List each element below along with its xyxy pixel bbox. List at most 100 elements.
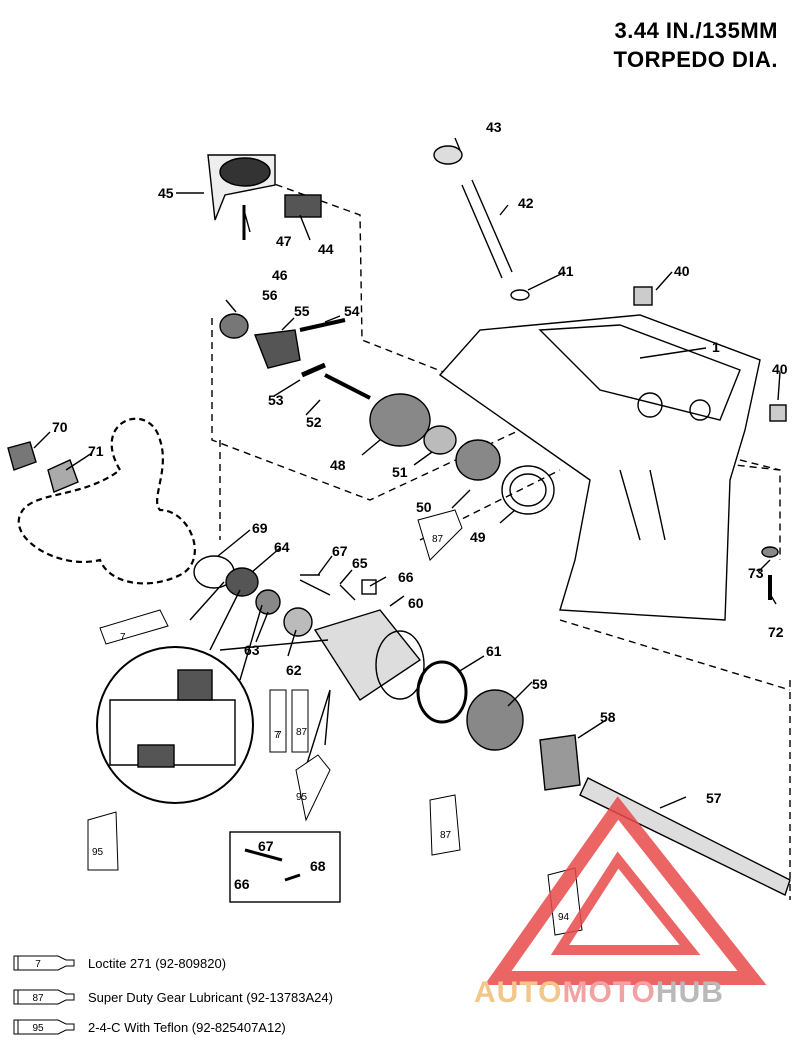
propeller-outline [17,417,196,585]
part-callout-number: 56 [262,287,278,303]
nut [769,404,787,422]
diagram-title-line-2: TORPEDO DIA. [613,47,778,72]
part-callout-number: 68 [310,858,326,874]
part-callout-number: 47 [276,233,292,249]
spring [219,313,249,339]
part-callout-number: 67 [258,838,274,854]
tube-code-label: 87 [432,534,444,545]
pinion-gear [369,393,431,447]
part-callout-number: 65 [352,555,368,571]
part-callout-number: 61 [486,643,502,659]
tube-code-label: 94 [558,912,570,923]
tube-code-label: 7 [276,730,282,741]
part-callout-number: 44 [318,241,334,257]
part-callout-number: 40 [674,263,690,279]
part-callout-number: 1 [712,339,720,355]
part-callout-number: 58 [600,709,616,725]
part-callout-number: 48 [330,457,346,473]
part-callout-number: 49 [470,529,486,545]
tube-code-label: 7 [274,730,280,741]
legend-code: 7 [35,959,41,970]
part-callout-number: 59 [532,676,548,692]
o-ring [416,660,468,724]
part-callout-number: 70 [52,419,68,435]
part-callout-number: 53 [268,392,284,408]
diagram-title-line-1: 3.44 IN./135MM [614,18,778,43]
legend-row: 7 Loctite 271 (92-809820) [12,952,226,974]
part-callout-number: 66 [234,876,250,892]
part-callout-number: 54 [344,303,360,319]
bearing-carrier [313,609,422,701]
o-ring [510,289,530,301]
part-callout-number: 52 [306,414,322,430]
part-callout-number: 50 [416,499,432,515]
tube-icon: 95 [12,1018,76,1036]
lubricant-tube [99,609,169,645]
lubricant-tube [291,689,309,753]
tube-code-label: 7 [120,632,126,643]
forward-gear [539,734,581,791]
driveshaft-tube [461,179,513,279]
part-callout-number: 71 [88,443,104,459]
needle-bearing [423,425,457,455]
part-callout-number: 63 [244,642,260,658]
part-callout-number: 66 [398,569,414,585]
lubricant-tube [87,811,119,871]
part-callout-number: 46 [272,267,288,283]
watermark-text-moto: MOTO [562,976,656,1009]
tube-code-label: 87 [440,830,452,841]
part-callout-number: 69 [252,520,268,536]
part-callout-number: 51 [392,464,408,480]
part-callout-number: 62 [286,662,302,678]
part-callout-number: 64 [274,539,290,555]
legend-row: 87 Super Duty Gear Lubricant (92-13783A2… [12,986,333,1008]
clip [284,194,322,218]
lubricant-tube [269,689,287,753]
bearing [255,589,281,615]
tube-code-label: 95 [92,847,104,858]
legend-code: 95 [32,1023,44,1034]
grommet [433,145,463,165]
legend-text: Super Duty Gear Lubricant (92-13783A24) [88,989,333,1005]
part-callout-number: 40 [772,361,788,377]
tapered-bearing [455,439,501,481]
propeller-shaft [579,777,791,896]
tube-code-label: 87 [296,727,308,738]
tube-icon: 87 [12,988,76,1006]
part-callout-number: 57 [706,790,722,806]
lubricant-tube [429,794,461,856]
part-callout-number: 42 [518,195,534,211]
shift-cam [254,329,301,369]
lubricant-tube [417,509,463,561]
watermark-logo [484,796,767,985]
part-callout-number: 41 [558,263,574,279]
bearing-race [501,465,555,515]
bearing [225,567,259,597]
part-callout-number: 45 [158,185,174,201]
detail-view-circle [96,646,254,804]
part-callout-number: 73 [748,565,764,581]
inset-box [229,831,341,903]
tube-code-label: 95 [296,792,308,803]
bearing [283,607,313,637]
part-callout-number: 60 [408,595,424,611]
part-callout-number: 55 [294,303,310,319]
part-callout-number: 43 [486,119,502,135]
watermark-text-hub: HUB [655,976,724,1009]
legend-text: Loctite 271 (92-809820) [88,955,227,971]
part-callout-number: 67 [332,543,348,559]
gear-housing [438,314,761,621]
watermark-text-auto: AUTO [474,976,563,1009]
lubricant-tube [295,754,331,822]
legend-code: 87 [32,993,44,1004]
nut [633,286,653,306]
legend-text: 2-4-C With Teflon (92-825407A12) [88,1019,286,1035]
propeller-nut [7,441,37,471]
tab-washer [47,459,79,493]
tube-icon: 7 [12,954,76,972]
watermark-text: AUTOMOTOHUB [474,976,724,1010]
legend-row: 95 2-4-C With Teflon (92-825407A12) [12,1016,286,1038]
assembly-dashed-line [211,318,521,501]
part-callout-number: 72 [768,624,784,640]
